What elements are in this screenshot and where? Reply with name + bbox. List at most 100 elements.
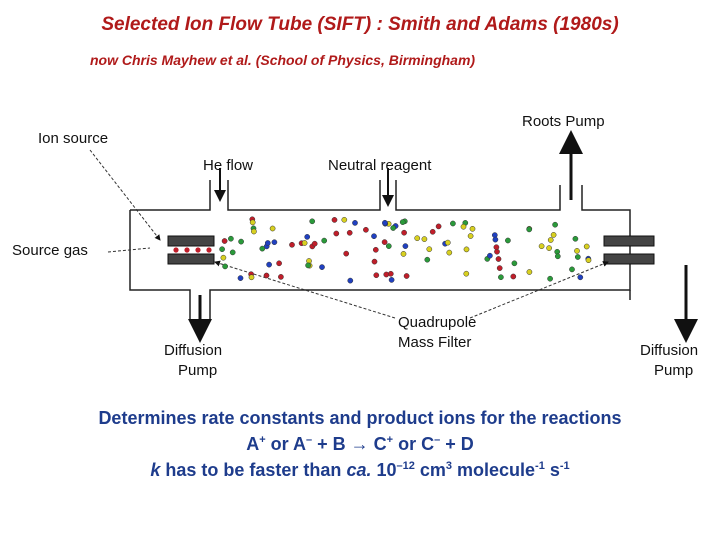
particle (321, 237, 328, 244)
particle (371, 233, 377, 240)
ion-source-label: Ion source (38, 130, 109, 147)
particle (248, 274, 255, 281)
particle (444, 239, 451, 246)
leader-lines (89, 149, 609, 319)
page-title: Selected Ion Flow Tube (SIFT) : Smith an… (101, 14, 619, 35)
particle (495, 256, 502, 262)
particle (266, 261, 272, 268)
particle (469, 225, 476, 232)
particle (229, 249, 236, 256)
particle (435, 223, 442, 230)
particle (547, 275, 553, 282)
particle (319, 264, 325, 270)
roots-pump-label: Roots Pump (522, 113, 605, 130)
particle (510, 273, 517, 280)
particle (276, 260, 282, 267)
particle (526, 226, 533, 233)
particle (309, 218, 316, 225)
particle (460, 223, 467, 230)
particle (572, 235, 579, 242)
particle (388, 277, 395, 283)
diffusion-pump-left-label: Diffusion (164, 342, 223, 359)
particle (331, 217, 338, 223)
particle (238, 238, 244, 245)
particle (400, 251, 407, 257)
particle (269, 225, 276, 232)
diffusion-pump-left-label-2: Pump (178, 362, 218, 379)
mass-filter-label: Mass Filter (398, 334, 472, 351)
particle (463, 246, 470, 253)
quadrupole-label: Quadrupole (398, 314, 477, 331)
particle (583, 243, 590, 250)
ion-particle (184, 247, 190, 253)
particle (221, 238, 228, 244)
particle (421, 236, 428, 242)
particle (341, 216, 348, 223)
ion-particles (173, 216, 592, 284)
particle (251, 228, 257, 235)
particle (585, 257, 592, 264)
particle (574, 248, 580, 254)
particle (249, 219, 256, 226)
footer-line-1: Determines rate constants and product io… (98, 408, 622, 428)
particle (492, 236, 499, 243)
particle (577, 274, 584, 281)
he-flow-label: He flow (203, 157, 254, 174)
particle (363, 226, 369, 233)
particle (352, 220, 358, 226)
particle (446, 249, 453, 256)
particle (259, 245, 266, 252)
particle (383, 271, 390, 278)
source-gas-label: Source gas (12, 242, 88, 259)
particle (511, 260, 518, 267)
particle (390, 225, 397, 231)
particle (574, 254, 581, 260)
particle (546, 245, 552, 251)
particle (463, 270, 470, 277)
page-subtitle: now Chris Mayhew et al. (School of Physi… (90, 52, 476, 68)
ion-particle (173, 247, 179, 253)
particle (467, 233, 474, 239)
particle (271, 239, 278, 246)
particle (264, 240, 271, 246)
particle (552, 221, 558, 228)
particle (372, 246, 379, 253)
particle (343, 250, 350, 257)
particle (569, 266, 575, 273)
neutral-reagent-label: Neutral reagent (328, 157, 432, 174)
particle (554, 253, 561, 260)
particle (426, 246, 433, 253)
particle (311, 240, 318, 247)
particle (550, 232, 557, 238)
particle (538, 243, 545, 250)
particle (401, 229, 407, 236)
ion-particle (195, 247, 201, 253)
footer-line-3: k has to be faster than ca. 10–12 cm3 mo… (150, 460, 570, 480)
particle (301, 240, 308, 246)
particle (494, 248, 500, 255)
particle (346, 229, 353, 236)
diffusion-pump-right-label-2: Pump (654, 362, 694, 379)
particle (399, 219, 406, 225)
particle (347, 277, 354, 284)
particle (263, 272, 270, 279)
particle (385, 243, 392, 249)
particle (278, 274, 284, 280)
particle (526, 269, 533, 275)
ion-source-rods (167, 235, 215, 265)
particle (373, 272, 380, 279)
particle (505, 237, 511, 244)
particle (414, 235, 421, 242)
diffusion-pump-right-label: Diffusion (640, 342, 699, 359)
particle (222, 263, 228, 270)
particle (237, 275, 244, 281)
particle (498, 274, 504, 281)
particle (402, 243, 409, 249)
particle (496, 265, 503, 271)
particle (333, 230, 340, 237)
particle (424, 256, 431, 263)
footer-line-2: A+ or A– + B → C+ or C– + D (246, 434, 474, 454)
particle (487, 252, 493, 259)
particle (547, 237, 554, 243)
